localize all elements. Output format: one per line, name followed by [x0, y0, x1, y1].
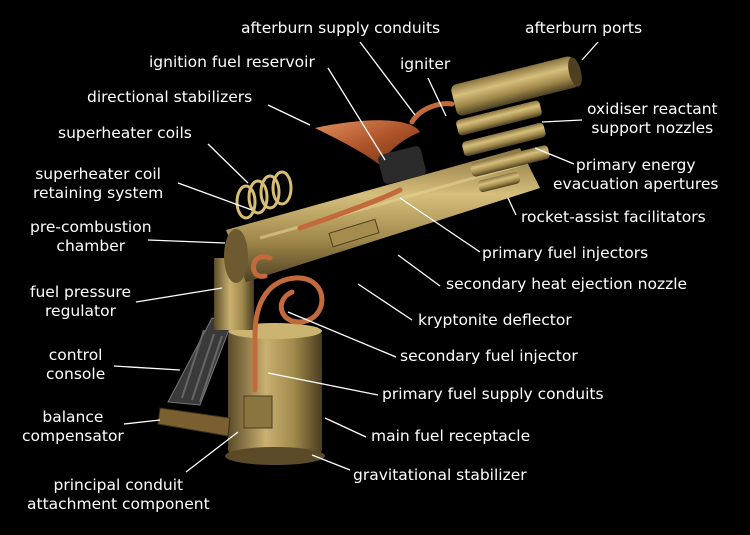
superheater-coils	[235, 170, 293, 220]
label-superheater-coil-retaining-system: superheater coil retaining system	[33, 165, 164, 202]
label-superheater-coils: superheater coils	[58, 124, 192, 142]
main-barrel	[224, 148, 540, 283]
nozzle-bundle	[456, 100, 550, 193]
label-directional-stabilizers: directional stabilizers	[87, 88, 253, 106]
leader-lines	[113, 41, 599, 473]
label-afterburn-ports: afterburn ports	[525, 19, 643, 37]
label-oxidiser-reactant-support-nozzles: oxidiser reactant support nozzles	[587, 100, 718, 137]
label-kryptonite-deflector: kryptonite deflector	[418, 311, 572, 329]
label-ignition-fuel-reservoir: ignition fuel reservoir	[149, 53, 315, 71]
label-secondary-fuel-injector: secondary fuel injector	[400, 347, 578, 365]
label-gravitational-stabilizer: gravitational stabilizer	[353, 466, 527, 484]
label-fuel-pressure-regulator: fuel pressure regulator	[30, 283, 131, 320]
ignition-reservoir	[378, 146, 426, 184]
label-balance-compensator: balance compensator	[22, 408, 124, 445]
afterburn-tube	[451, 56, 582, 116]
label-primary-energy-evacuation-apertures: primary energy evacuation apertures	[553, 156, 719, 193]
main-fuel-tank	[225, 323, 325, 465]
label-primary-fuel-injectors: primary fuel injectors	[482, 244, 649, 262]
label-pre-combustion-chamber: pre-combustion chamber	[30, 218, 152, 255]
label-principal-conduit-attachment-component: principal conduit attachment component	[27, 476, 210, 513]
handle-grip	[167, 317, 233, 406]
label-primary-fuel-supply-conduits: primary fuel supply conduits	[382, 385, 604, 403]
label-afterburn-supply-conduits: afterburn supply conduits	[241, 19, 441, 37]
label-main-fuel-receptacle: main fuel receptacle	[371, 427, 531, 445]
label-rocket-assist-facilitators: rocket-assist facilitators	[521, 208, 706, 226]
label-igniter: igniter	[400, 55, 451, 73]
wing-stabilizer	[315, 120, 420, 165]
label-control-console: control console	[46, 346, 106, 383]
label-secondary-heat-ejection-nozzle: secondary heat ejection nozzle	[446, 275, 688, 293]
copper-conduits	[251, 101, 455, 393]
balance-plate	[157, 407, 231, 437]
